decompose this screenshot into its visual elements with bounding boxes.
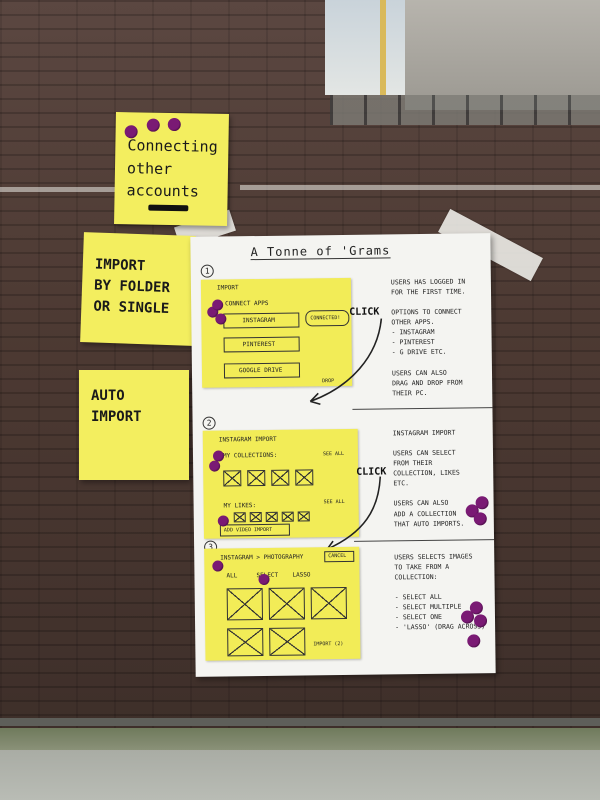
flow-arrow <box>326 476 382 552</box>
wireframe-sheet: A Tonne of 'Grams 1 Import Connect apps … <box>190 233 496 677</box>
like-thumb <box>297 511 310 522</box>
add-video-import-button: Add video import <box>219 523 290 537</box>
balcony-rail <box>330 95 600 125</box>
panel-subtitle: Connect apps <box>225 299 269 308</box>
sticky-note-auto-import: Auto import <box>79 370 189 480</box>
annotation-1: Users has logged in for the first time. … <box>390 277 466 398</box>
sticky-note-connecting: Connecting other accounts <box>114 112 229 226</box>
cancel-button: Cancel <box>324 550 355 563</box>
yellow-stripe <box>380 0 386 95</box>
add-video-label: Add video import <box>223 526 273 534</box>
step-number: 2 <box>202 416 216 430</box>
light-reflection <box>240 185 600 190</box>
vote-dot <box>209 460 221 472</box>
photo-thumb <box>269 627 306 656</box>
collections-label: My collections: <box>222 451 278 460</box>
flow-arrow <box>309 318 383 406</box>
like-thumb <box>233 512 246 523</box>
vote-dot <box>467 634 481 648</box>
gdrive-option: Google Drive <box>223 362 301 379</box>
like-thumb <box>281 511 294 522</box>
gdrive-label: Google Drive <box>238 366 283 375</box>
see-all-link: See all <box>322 450 345 458</box>
collection-thumb <box>223 470 242 487</box>
panel-title: Instagram Import <box>218 435 277 444</box>
vote-dot <box>217 515 229 527</box>
instagram-option: Instagram <box>223 312 300 329</box>
vote-dot <box>473 614 488 628</box>
photo-thumb <box>227 627 264 657</box>
instagram-label: Instagram <box>242 316 275 325</box>
sticky-text: Connecting other accounts <box>126 136 218 201</box>
lasso-option: Lasso <box>292 571 311 579</box>
collection-thumb <box>271 469 290 486</box>
vote-dot <box>258 573 270 586</box>
sticky-text: Auto import <box>91 388 142 425</box>
photo-thumb <box>268 587 306 620</box>
import-count: Import (2) <box>313 641 344 648</box>
like-thumb <box>249 511 262 523</box>
vote-dot <box>215 313 227 325</box>
window-frame <box>0 718 600 726</box>
step-number: 1 <box>200 264 214 278</box>
section-divider <box>352 407 493 410</box>
photo-thumb <box>310 586 348 620</box>
vote-dot <box>167 117 181 132</box>
light-reflection <box>0 187 115 192</box>
select-all-option: All <box>226 572 238 580</box>
panel-title: Import <box>216 284 239 292</box>
scribble-mark <box>148 204 189 212</box>
pinterest-label: Pinterest <box>242 340 276 349</box>
vote-dot <box>473 512 487 526</box>
sticky-note-import: Import by folder or single <box>80 232 196 346</box>
likes-label: My likes: <box>223 502 257 510</box>
moss-strip <box>0 728 600 750</box>
vote-dot <box>460 610 475 624</box>
sheet-title: A Tonne of 'Grams <box>250 243 391 261</box>
panel-title: Instagram > Photography <box>220 553 304 562</box>
collection-thumb <box>247 469 266 487</box>
cancel-label: Cancel <box>328 552 347 560</box>
building-background <box>405 0 600 110</box>
vote-dot <box>212 299 224 311</box>
vote-dot <box>146 118 160 132</box>
vote-dot <box>212 450 225 462</box>
wireframe-panel-3: Instagram > Photography Cancel All Selec… <box>204 546 361 661</box>
like-thumb <box>265 511 278 522</box>
collection-thumb <box>295 469 314 486</box>
sticky-text: Import by folder or single <box>93 256 171 318</box>
pinterest-option: Pinterest <box>223 336 300 353</box>
vote-dot <box>212 560 224 572</box>
photo-thumb <box>226 587 264 621</box>
